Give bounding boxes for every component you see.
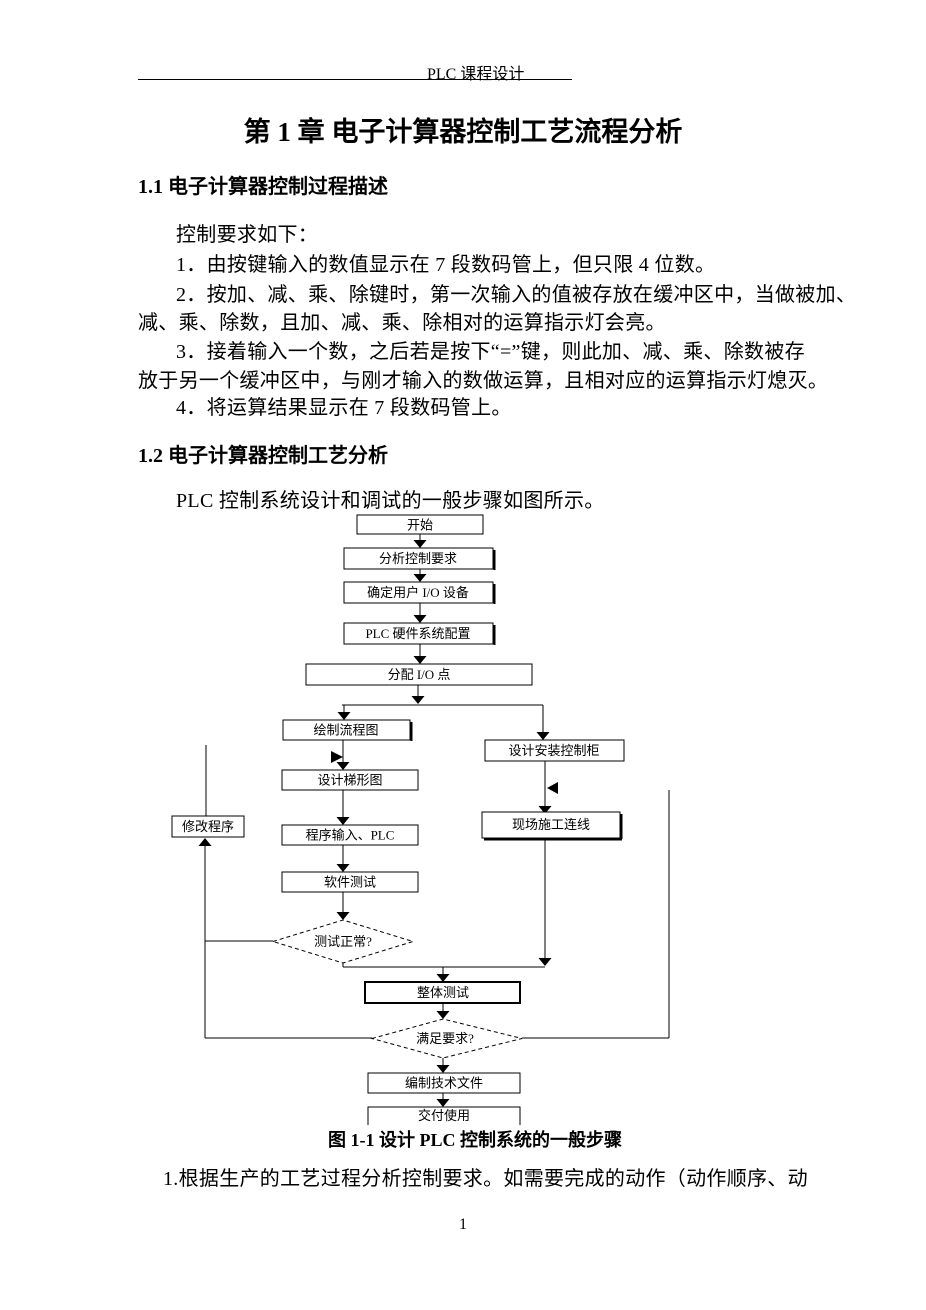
flowchart-label-site-wiring: 现场施工连线 bbox=[512, 817, 590, 832]
flowchart-label-start: 开始 bbox=[407, 518, 433, 533]
flowchart-node-meet-req bbox=[370, 1018, 523, 1059]
body-line: 放于另一个缓冲区中，与刚才输入的数做运算，且相对应的运算指示灯熄灭。 bbox=[138, 370, 829, 392]
flowchart-node-tech-docs bbox=[367, 1072, 521, 1094]
page-number: 1 bbox=[459, 1216, 467, 1233]
flowchart-label-analyze: 分析控制要求 bbox=[379, 551, 457, 566]
section-1-2-heading: 1.2 电子计算器控制工艺分析 bbox=[138, 445, 388, 467]
flowchart-label-ladder: 设计梯形图 bbox=[317, 773, 382, 788]
flowchart-figure: 开始 分析控制要求 确定用户 I/O 设备 PLC 硬件系统配置 分配 I/O … bbox=[171, 514, 670, 1125]
chapter-title: 第 1 章 电子计算器控制工艺流程分析 bbox=[243, 117, 683, 147]
body-line: 3．接着输入一个数，之后若是按下“=”键，则此加、减、乘、除数被存 bbox=[176, 341, 805, 363]
flowchart-label-overall-test: 整体测试 bbox=[417, 985, 469, 1000]
flowchart-node-soft-test bbox=[281, 871, 419, 893]
flowchart-node-program-input bbox=[281, 824, 419, 846]
body-line: 减、乘、除数，且加、减、乘、除相对的运算指示灯会亮。 bbox=[138, 312, 666, 334]
flowchart-node-io-devices bbox=[343, 581, 494, 604]
flowchart-connectors bbox=[198, 534, 670, 1107]
page-header: PLC 课程设计 bbox=[427, 66, 525, 83]
flowchart-label-tech-docs: 编制技术文件 bbox=[405, 1076, 483, 1091]
flowchart-node-ladder bbox=[281, 769, 419, 791]
body-line: 4．将运算结果显示在 7 段数码管上。 bbox=[176, 397, 512, 419]
flowchart-node-modify bbox=[171, 815, 245, 838]
body-line: 2．按加、减、乘、除键时，第一次输入的值被存放在缓冲区中，当做被加、 bbox=[176, 284, 857, 306]
flowchart-node-overall-test bbox=[364, 981, 521, 1004]
flowchart-label-cabinet: 设计安装控制柜 bbox=[508, 743, 599, 758]
flowchart-node-assign-io bbox=[305, 663, 533, 686]
flowchart-label-assign-io: 分配 I/O 点 bbox=[388, 667, 451, 682]
flowchart-label-soft-test: 软件测试 bbox=[324, 875, 376, 890]
flowchart-node-cabinet bbox=[484, 739, 625, 762]
body-line: 控制要求如下： bbox=[176, 224, 319, 246]
flowchart-node-analyze bbox=[343, 547, 494, 570]
figure-caption: 图 1-1 设计 PLC 控制系统的一般步骤 bbox=[328, 1130, 622, 1150]
flowchart-label-program-input: 程序输入、PLC bbox=[306, 828, 395, 843]
flowchart-node-site-wiring bbox=[481, 811, 621, 839]
body-line: 1．由按键输入的数值显示在 7 段数码管上，但只限 4 位数。 bbox=[176, 254, 716, 276]
flowchart-label-draw-flow: 绘制流程图 bbox=[313, 723, 378, 738]
body-paragraph-after-figure: 1.根据生产的工艺过程分析控制要求。如需要完成的动作（动作顺序、动 bbox=[163, 1168, 808, 1190]
flowchart-label-test-ok: 测试正常? bbox=[314, 934, 372, 949]
flowchart-node-test-ok bbox=[271, 919, 415, 964]
section-1-2-intro: PLC 控制系统设计和调试的一般步骤如图所示。 bbox=[176, 490, 605, 512]
flowchart-node-delivery bbox=[367, 1106, 521, 1125]
section-1-1-heading: 1.1 电子计算器控制过程描述 bbox=[138, 176, 388, 198]
flowchart-label-delivery: 交付使用 bbox=[418, 1108, 470, 1123]
flowchart-label-modify: 修改程序 bbox=[182, 819, 234, 834]
flowchart-label-plc-config: PLC 硬件系统配置 bbox=[365, 626, 470, 641]
flowchart-label-io-devices: 确定用户 I/O 设备 bbox=[367, 585, 469, 600]
flowchart-label-meet-req: 满足要求? bbox=[416, 1031, 474, 1046]
flowchart-node-plc-config bbox=[343, 622, 494, 645]
flowchart-node-start bbox=[356, 514, 484, 535]
flowchart-node-draw-flow bbox=[282, 719, 411, 741]
header-underline bbox=[138, 79, 572, 80]
